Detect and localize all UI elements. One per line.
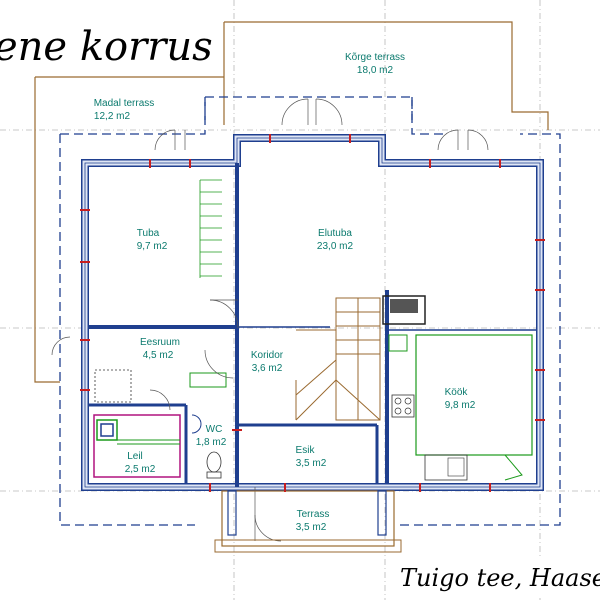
sink <box>424 454 468 481</box>
sauna-fixtures <box>93 369 227 479</box>
room-name-leil: Leil <box>127 451 143 462</box>
title-backdrop <box>0 18 222 70</box>
room-name-terrass: Terrass <box>297 509 330 520</box>
room-area-elutuba: 23,0 m2 <box>317 241 354 252</box>
outer-wall <box>81 134 544 491</box>
room-name-elutuba: Elutuba <box>318 228 352 239</box>
room-area-koridor: 3,6 m2 <box>252 363 283 374</box>
toilet <box>206 451 222 473</box>
room-area-kook: 9,8 m2 <box>445 400 476 411</box>
staircase <box>295 297 381 421</box>
stove <box>391 394 415 418</box>
room-area-leil: 2,5 m2 <box>125 464 156 475</box>
door-swings <box>51 98 489 542</box>
terrace-outlines <box>34 21 549 383</box>
fireplace <box>382 295 426 325</box>
low-terrace-outline <box>34 76 224 383</box>
room-name-tuba: Tuba <box>137 228 160 239</box>
sauna-bench <box>93 414 181 478</box>
radiators <box>199 179 222 278</box>
room-name-wc: WC <box>206 424 223 435</box>
room-labels: Kõrge terrass 18,0 m2 Madal terrass 12,2… <box>94 52 476 533</box>
room-name-kook: Köök <box>445 387 469 398</box>
high-terrace-outline <box>223 21 549 130</box>
page-title: ene korrus <box>0 24 213 70</box>
kitchen-counter <box>415 334 533 456</box>
room-area-eesruum: 4,5 m2 <box>143 350 174 361</box>
interior-walls <box>89 163 536 487</box>
outer-walls <box>81 134 544 491</box>
room-area-tuba: 9,7 m2 <box>137 241 168 252</box>
room-name-eesruum: Eesruum <box>140 337 180 348</box>
room-area-esik: 3,5 m2 <box>296 458 327 469</box>
room-area-terrass: 3,5 m2 <box>296 522 327 533</box>
address-text: Tuigo tee, Haase <box>400 564 600 592</box>
room-area-wc: 1,8 m2 <box>196 437 227 448</box>
room-name-esik: Esik <box>296 445 316 456</box>
room-name-madal-terrass: Madal terrass <box>94 98 155 109</box>
kitchen-fixtures <box>382 295 533 481</box>
address-backdrop <box>395 556 600 596</box>
window-marks <box>80 134 545 492</box>
roof-outline <box>59 96 561 526</box>
room-name-koridor: Koridor <box>251 350 284 361</box>
room-name-korge-terrass: Kõrge terrass <box>345 52 405 63</box>
front-terrace <box>214 490 402 553</box>
room-area-madal-terrass: 12,2 m2 <box>94 111 131 122</box>
shower <box>94 369 132 403</box>
room-area-korge-terrass: 18,0 m2 <box>357 65 394 76</box>
